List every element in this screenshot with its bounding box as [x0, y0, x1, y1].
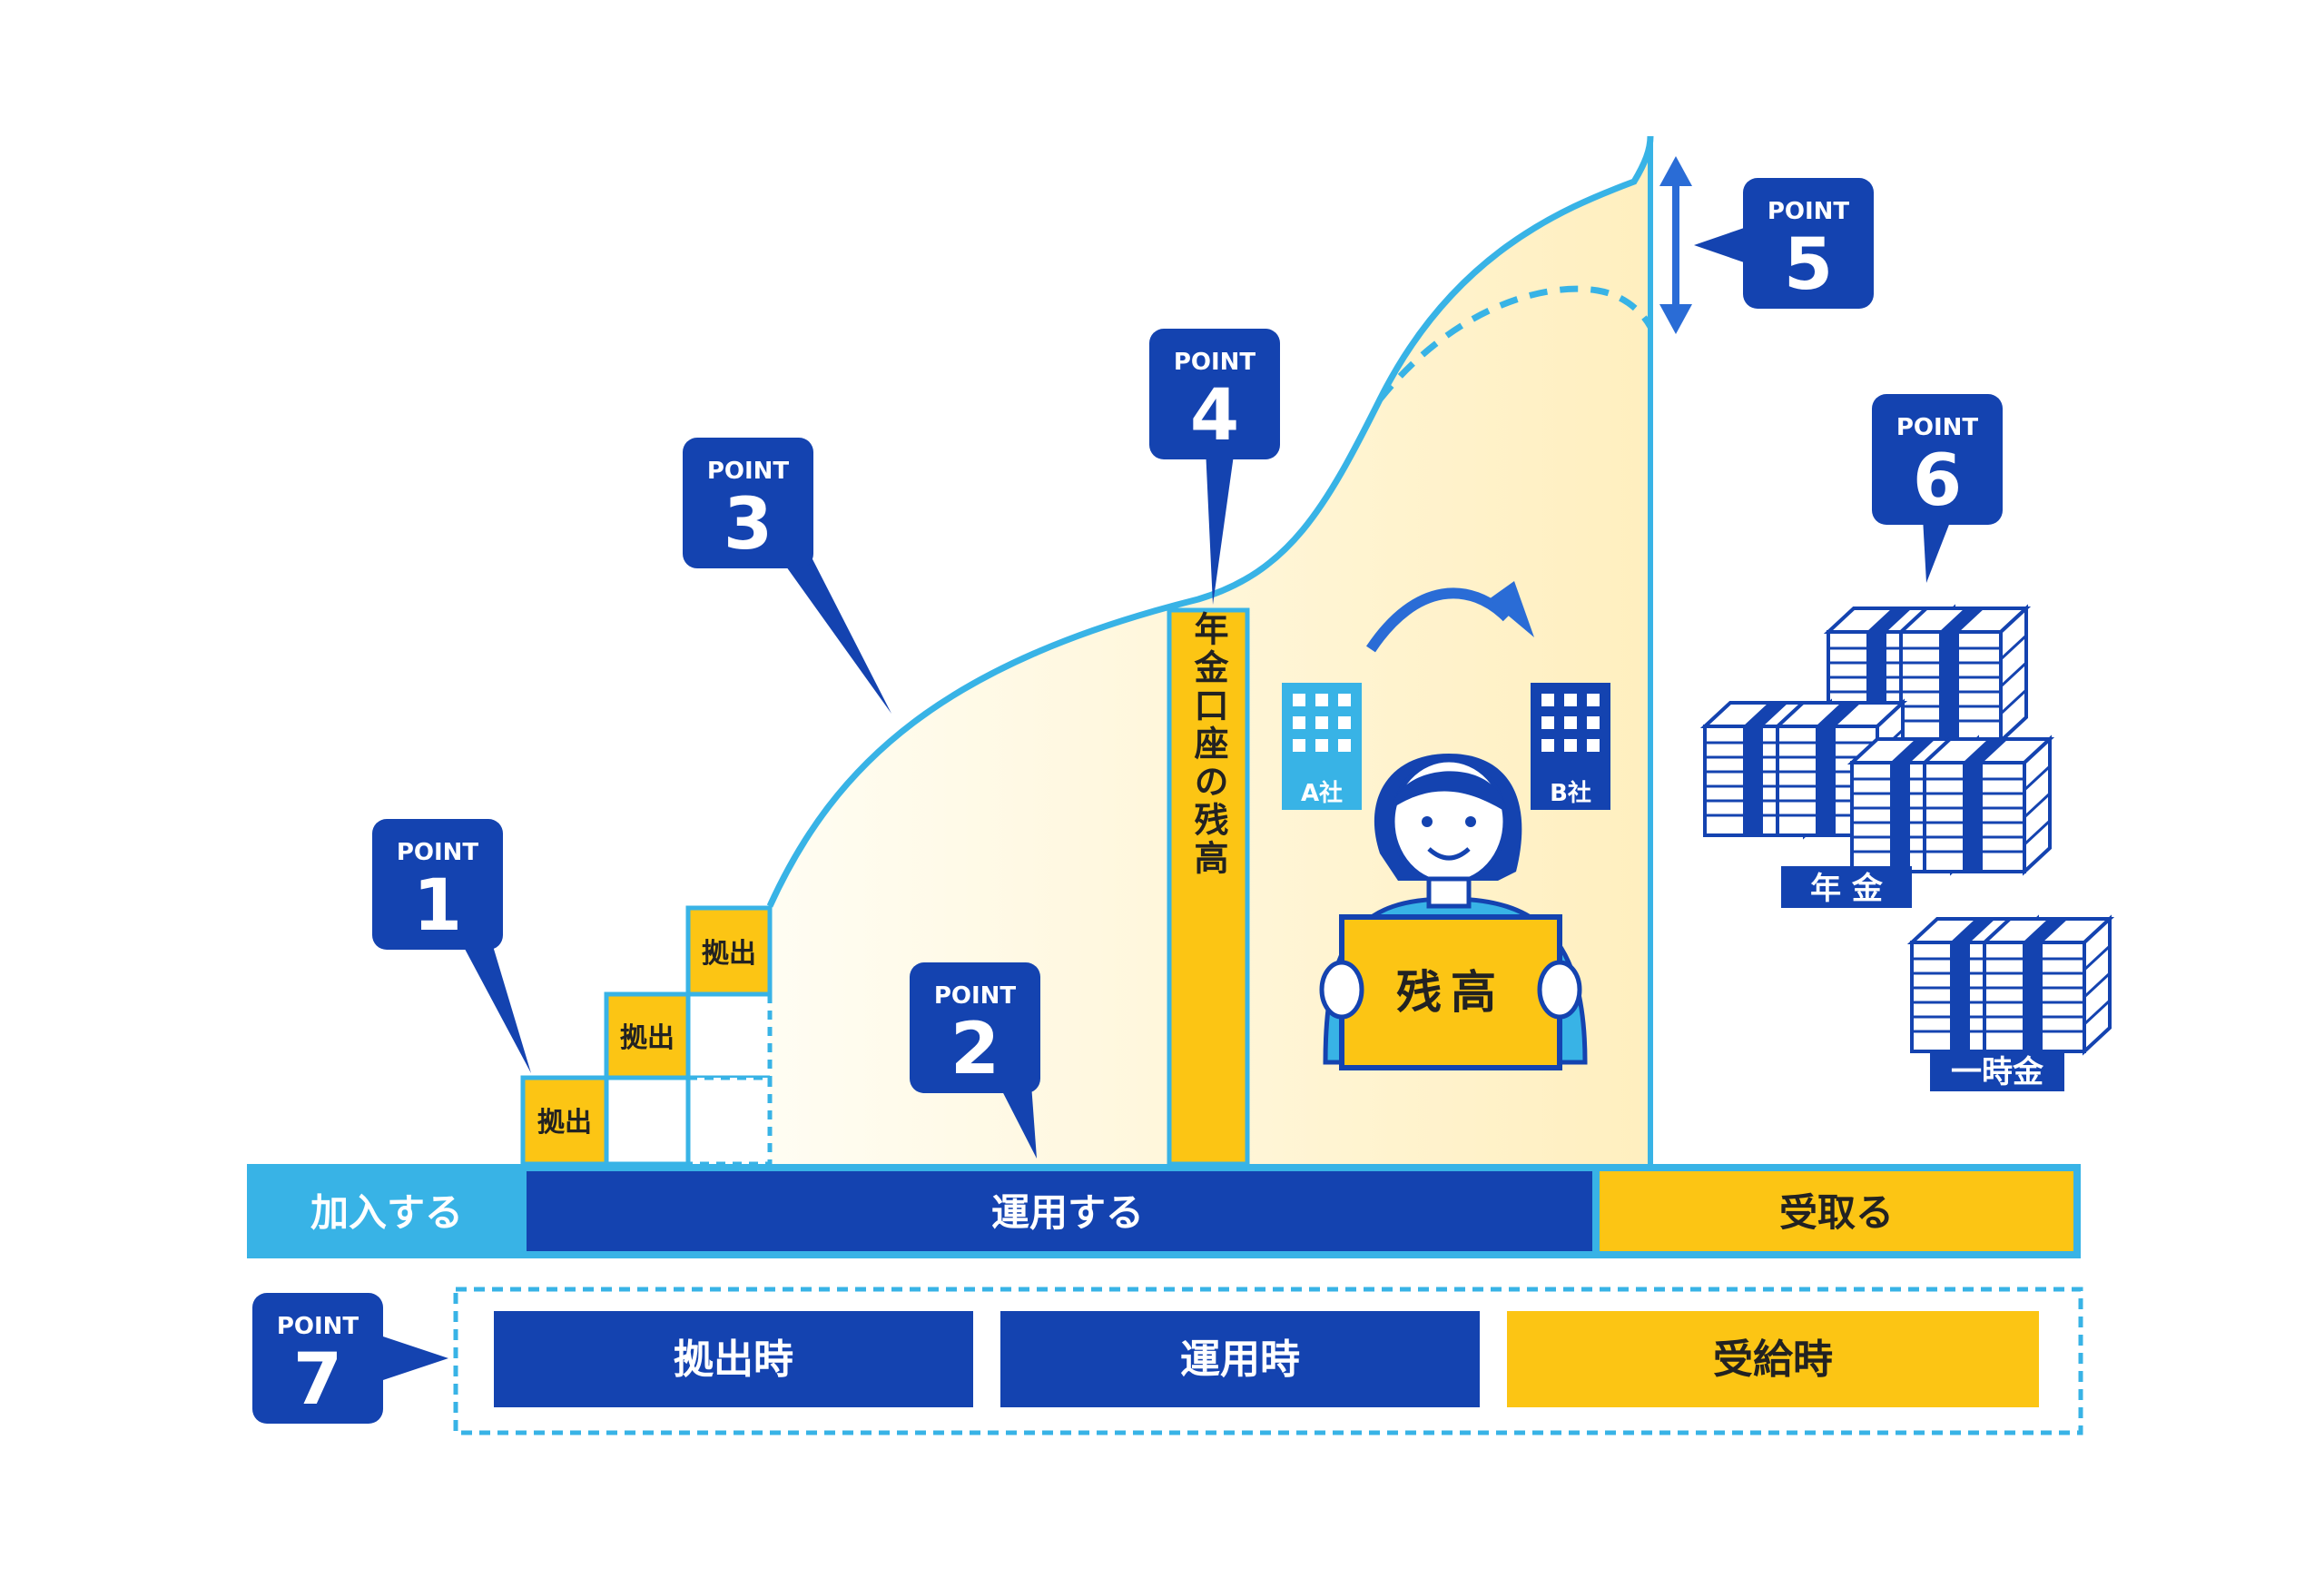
phase-join-label: 加入する — [310, 1190, 463, 1235]
contribution-step-3 — [685, 905, 773, 997]
svg-text:POINT: POINT — [1174, 349, 1256, 376]
growth-range-arrow-icon — [1659, 156, 1692, 334]
contribution-step-2 — [604, 991, 691, 1080]
point-7-callout: POINT 7 — [252, 1293, 448, 1424]
pension-balance-bar-label: 年金口座の残高 — [1188, 611, 1229, 878]
point-3-callout: POINT 3 — [683, 438, 891, 714]
balance-sign-label: 残高 — [1396, 966, 1505, 1019]
svg-text:POINT: POINT — [1768, 198, 1850, 225]
company-b-label: B社 — [1550, 779, 1591, 807]
svg-text:6: 6 — [1913, 440, 1962, 522]
point-6-callout: POINT 6 — [1872, 394, 2003, 583]
pension-balance-bar — [1167, 607, 1250, 1167]
svg-text:2: 2 — [950, 1009, 1000, 1090]
timing-group-frame — [453, 1287, 2083, 1435]
svg-text:POINT: POINT — [277, 1313, 359, 1340]
person-illustration: 残高 — [1319, 754, 1588, 1070]
timing-receipt-label: 受給時 — [1713, 1336, 1833, 1383]
company-a-label: A社 — [1301, 779, 1343, 807]
lump-sum-label-box — [1930, 1050, 2064, 1091]
timing-operation-label: 運用時 — [1180, 1336, 1300, 1383]
lump-sum-money-stack-icon — [1910, 917, 2112, 1053]
company-a-building-icon: A社 — [1282, 683, 1362, 810]
svg-text:7: 7 — [293, 1339, 342, 1421]
balance-sign — [1339, 914, 1562, 1070]
svg-text:POINT: POINT — [707, 458, 790, 485]
timing-contribution-label: 拠出時 — [674, 1336, 793, 1383]
timing-contribution — [494, 1311, 973, 1407]
point-5-callout: POINT 5 — [1694, 178, 1874, 309]
pension-label-box — [1781, 866, 1912, 908]
job-change-arrow-icon — [1366, 587, 1512, 653]
svg-text:POINT: POINT — [1896, 414, 1979, 441]
phase-receive-label: 受取る — [1779, 1190, 1894, 1235]
phase-band: 加入する 運用する 受取る — [247, 1164, 2081, 1258]
job-change-arrowhead-icon — [1489, 581, 1534, 637]
pension-label: 年 金 — [1810, 871, 1884, 907]
pension-money-stack-icon — [1703, 607, 2052, 873]
phase-operate — [527, 1171, 1592, 1251]
svg-text:3: 3 — [724, 484, 773, 566]
lump-sum-label: 一時金 — [1951, 1054, 2044, 1090]
contribution-steps: 拠出 拠出 拠出 — [520, 905, 773, 1167]
contribution-step-2-label: 拠出 — [620, 1022, 675, 1054]
contribution-step-3-label: 拠出 — [702, 938, 756, 970]
company-b-building-icon: B社 — [1531, 683, 1610, 810]
point-4-callout: POINT 4 — [1149, 329, 1280, 605]
point-2-callout: POINT 2 — [910, 962, 1040, 1159]
balance-growth-curve — [766, 135, 1654, 908]
alternative-growth-curve — [1377, 285, 1654, 402]
phase-join — [247, 1168, 523, 1255]
timing-operation — [1000, 1311, 1480, 1407]
timing-receipt — [1507, 1311, 2039, 1407]
svg-text:1: 1 — [413, 865, 462, 947]
phase-operate-label: 運用する — [991, 1190, 1144, 1235]
svg-text:POINT: POINT — [397, 839, 479, 866]
point-1-callout: POINT 1 — [372, 819, 531, 1073]
phase-receive — [1600, 1171, 2073, 1251]
svg-text:5: 5 — [1784, 224, 1833, 306]
svg-text:4: 4 — [1190, 375, 1239, 457]
contribution-step-1-label: 拠出 — [537, 1107, 592, 1139]
svg-text:POINT: POINT — [934, 982, 1017, 1010]
